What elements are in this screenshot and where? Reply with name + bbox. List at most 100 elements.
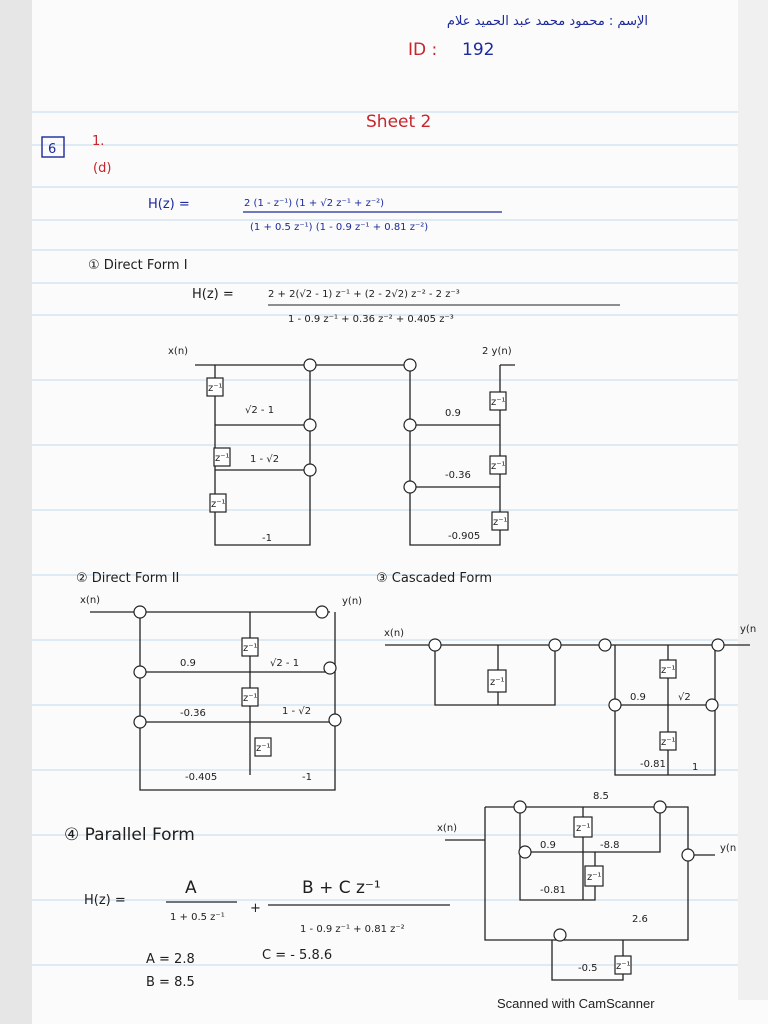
gain-label: -0.5 — [578, 963, 598, 974]
delay-label: z⁻¹ — [493, 517, 508, 528]
direct-form-1-diagram: x(n) 2 y(n) z⁻¹ z⁻¹ z⁻¹ z⁻¹ z⁻¹ z⁻¹ √2 -… — [168, 346, 515, 546]
gain-label: 2.6 — [632, 914, 648, 925]
cascaded-form-title: ③ Cascaded Form — [376, 571, 492, 586]
pf-term2-den: 1 - 0.9 z⁻¹ + 0.81 z⁻² — [300, 924, 405, 935]
student-name: الإسم : محمود محمد عبد الحميد علام — [447, 14, 648, 29]
gain-label: -1 — [302, 772, 312, 783]
adder-icon — [553, 928, 567, 942]
gain-label: -8.8 — [600, 840, 620, 851]
delay-label: z⁻¹ — [243, 693, 258, 704]
gain-label: -0.81 — [540, 885, 566, 896]
pf-term1-den: 1 + 0.5 z⁻¹ — [170, 912, 225, 923]
df1-numerator: 2 + 2(√2 - 1) z⁻¹ + (2 - 2√2) z⁻² - 2 z⁻… — [268, 289, 460, 300]
delay-label: z⁻¹ — [208, 383, 223, 394]
adder-icon — [681, 848, 695, 862]
pf-term2-num: B + C z⁻¹ — [302, 878, 381, 898]
adder-icon — [323, 661, 337, 675]
adder-icon — [303, 418, 317, 432]
adder-icon — [315, 605, 329, 619]
adder-icon — [403, 480, 417, 494]
delay-label: z⁻¹ — [256, 743, 271, 754]
gain-label: 0.9 — [630, 692, 646, 703]
input-label: x(n) — [437, 823, 457, 834]
parallel-form-diagram: x(n) y(n z⁻¹ z⁻¹ z⁻¹ 8.5 0.9 -8.8 -0.81 … — [437, 791, 736, 981]
direct-form-1-title: ① Direct Form I — [88, 258, 188, 273]
delay-label: z⁻¹ — [587, 872, 602, 883]
gain-label: -0.905 — [448, 531, 480, 542]
adder-icon — [705, 698, 719, 712]
gain-label: 0.9 — [445, 408, 461, 419]
input-label: x(n) — [384, 628, 404, 639]
adder-icon — [303, 463, 317, 477]
gain-label: -0.405 — [185, 772, 217, 783]
adder-icon — [653, 800, 667, 814]
question-part: (d) — [93, 161, 111, 176]
output-label: 2 y(n) — [482, 346, 512, 357]
input-label: x(n) — [168, 346, 188, 357]
id-value: 192 — [462, 40, 494, 60]
adder-icon — [513, 800, 527, 814]
gain-label: √2 — [678, 692, 691, 703]
df1-lhs: H(z) = — [192, 287, 234, 302]
gain-label: √2 - 1 — [245, 405, 274, 416]
id-label: ID : — [408, 40, 437, 60]
c-value: C = - 5.8.6 — [262, 948, 332, 963]
hz-numerator: 2 (1 - z⁻¹) (1 + √2 z⁻¹ + z⁻²) — [244, 198, 384, 209]
output-label: y(n — [740, 624, 756, 635]
adder-icon — [548, 638, 562, 652]
delay-label: z⁻¹ — [491, 461, 506, 472]
direct-form-2-title: ② Direct Form II — [76, 571, 179, 586]
question-number: 1. — [92, 134, 104, 149]
delay-label: z⁻¹ — [490, 677, 505, 688]
hz-denominator: (1 + 0.5 z⁻¹) (1 - 0.9 z⁻¹ + 0.81 z⁻²) — [250, 222, 428, 233]
adder-icon — [608, 698, 622, 712]
output-label: y(n) — [342, 596, 362, 607]
b-value: B = 8.5 — [146, 975, 195, 990]
direct-form-2-diagram: x(n) y(n) z⁻¹ z⁻¹ z⁻¹ 0.9 -0.36 -0.405 √… — [80, 595, 362, 791]
df1-denominator: 1 - 0.9 z⁻¹ + 0.36 z⁻² + 0.405 z⁻³ — [288, 314, 454, 325]
adder-icon — [133, 605, 147, 619]
gain-label: -1 — [262, 533, 272, 544]
sheet-title: Sheet 2 — [366, 112, 431, 132]
gain-label: -0.81 — [640, 759, 666, 770]
delay-label: z⁻¹ — [215, 453, 230, 464]
question-box-number: 6 — [48, 142, 56, 157]
delay-label: z⁻¹ — [616, 961, 631, 972]
adder-icon — [518, 845, 532, 859]
gain-label: √2 - 1 — [270, 658, 299, 669]
page-edge-shadow — [738, 0, 768, 1000]
adder-icon — [303, 358, 317, 372]
pf-term1-num: A — [185, 878, 197, 898]
delay-label: z⁻¹ — [661, 737, 676, 748]
hz-lhs: H(z) = — [148, 197, 190, 212]
question-box — [41, 136, 65, 158]
gain-label: -0.36 — [445, 470, 471, 481]
parallel-form-title: ④ Parallel Form — [64, 825, 195, 845]
input-label: x(n) — [80, 595, 100, 606]
page-edge-shadow — [0, 0, 32, 1024]
pf-lhs: H(z) = — [84, 893, 126, 908]
output-label: y(n — [720, 843, 736, 854]
adder-icon — [598, 638, 612, 652]
adder-icon — [711, 638, 725, 652]
adder-icon — [403, 418, 417, 432]
adder-icon — [328, 713, 342, 727]
delay-label: z⁻¹ — [661, 665, 676, 676]
a-value: A = 2.8 — [146, 952, 195, 967]
pf-plus: + — [250, 901, 261, 916]
adder-icon — [403, 358, 417, 372]
adder-icon — [428, 638, 442, 652]
delay-label: z⁻¹ — [576, 823, 591, 834]
delay-label: z⁻¹ — [211, 499, 226, 510]
gain-label: 1 — [692, 762, 698, 773]
adder-icon — [133, 665, 147, 679]
gain-label: -0.36 — [180, 708, 206, 719]
gain-label: 1 - √2 — [282, 706, 311, 717]
scanner-watermark: Scanned with CamScanner — [497, 996, 655, 1011]
gain-label: 8.5 — [593, 791, 609, 802]
gain-label: 0.9 — [180, 658, 196, 669]
cascaded-form-diagram: x(n) y(n z⁻¹ z⁻¹ z⁻¹ 0.9 √2 -0.81 1 — [384, 624, 756, 776]
delay-label: z⁻¹ — [243, 643, 258, 654]
